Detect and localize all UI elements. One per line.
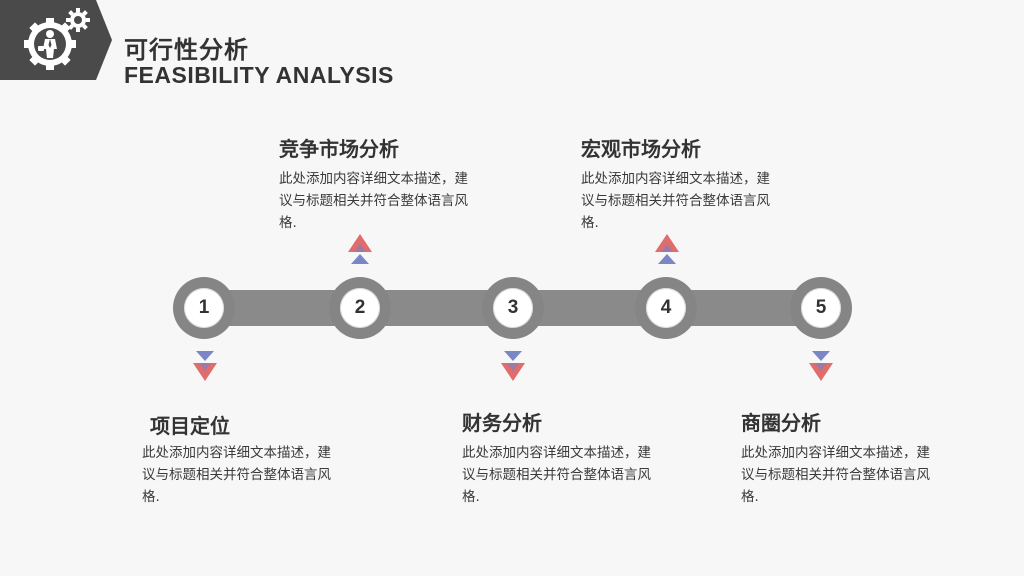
timeline-node-1: 1 [173, 277, 235, 339]
item-title-3: 财务分析 [462, 411, 542, 435]
header-badge [0, 0, 112, 80]
arrow-down-icon [809, 351, 833, 381]
page-title: 可行性分析 [124, 36, 249, 64]
timeline-node-3: 3 [482, 277, 544, 339]
timeline-node-4: 4 [635, 277, 697, 339]
page-subtitle: FEASIBILITY ANALYSIS [124, 62, 394, 88]
item-title-2: 竞争市场分析 [279, 137, 399, 161]
node-number: 4 [646, 288, 686, 328]
item-desc-2: 此处添加内容详细文本描述，建议与标题相关并符合整体语言风格. [279, 171, 468, 231]
item-title-4: 宏观市场分析 [581, 137, 701, 161]
node-number: 1 [184, 288, 224, 328]
timeline-node-2: 2 [329, 277, 391, 339]
timeline-node-5: 5 [790, 277, 852, 339]
arrow-up-icon [348, 234, 372, 264]
businessman-gear-icon [24, 8, 90, 70]
node-number: 2 [340, 288, 380, 328]
item-desc-4: 此处添加内容详细文本描述，建议与标题相关并符合整体语言风格. [581, 171, 770, 231]
item-title-5: 商圈分析 [741, 411, 821, 435]
node-number: 5 [801, 288, 841, 328]
arrow-down-icon [193, 351, 217, 381]
item-desc-3: 此处添加内容详细文本描述，建议与标题相关并符合整体语言风格. [462, 445, 651, 505]
item-desc-1: 此处添加内容详细文本描述，建议与标题相关并符合整体语言风格. [142, 445, 331, 505]
node-number: 3 [493, 288, 533, 328]
arrow-up-icon [655, 234, 679, 264]
arrow-down-icon [501, 351, 525, 381]
item-desc-5: 此处添加内容详细文本描述，建议与标题相关并符合整体语言风格. [741, 445, 930, 505]
item-title-1: 项目定位 [150, 414, 230, 438]
